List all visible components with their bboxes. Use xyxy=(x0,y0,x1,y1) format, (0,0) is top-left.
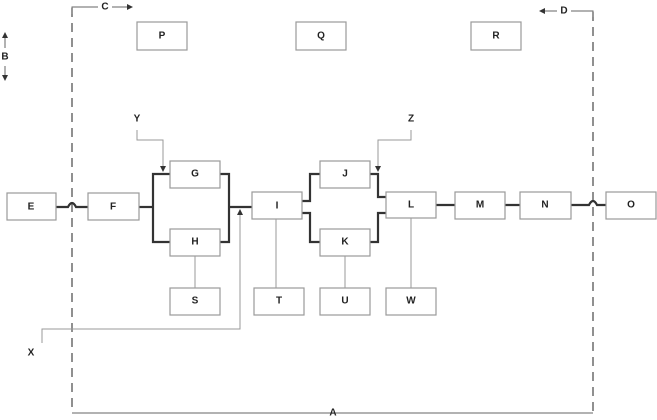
block-l: L xyxy=(385,191,437,219)
block-t: T xyxy=(253,287,305,316)
block-q-label: Q xyxy=(317,31,325,42)
block-g-label: G xyxy=(191,169,199,180)
label-y: Y xyxy=(134,114,141,125)
bus-g-h-out xyxy=(220,172,252,244)
bus-g-h-in xyxy=(151,172,170,244)
block-q: Q xyxy=(295,21,347,51)
block-s-label: S xyxy=(192,296,199,307)
block-e-label: E xyxy=(28,202,35,213)
label-z: Z xyxy=(408,114,414,125)
input-y-line xyxy=(136,130,166,172)
block-i: I xyxy=(251,191,303,220)
block-m: M xyxy=(454,191,506,220)
block-p-label: P xyxy=(159,31,166,42)
block-i-label: I xyxy=(276,201,279,212)
block-p: P xyxy=(136,21,188,51)
connector-e-f xyxy=(56,201,88,209)
block-k: K xyxy=(319,228,371,257)
block-o-label: O xyxy=(627,200,635,211)
block-j: J xyxy=(319,160,371,189)
bus-j-k-l xyxy=(370,172,386,244)
block-s: S xyxy=(169,287,221,316)
block-k-label: K xyxy=(341,237,349,248)
block-n-label: N xyxy=(541,200,548,211)
block-n: N xyxy=(519,191,572,220)
block-g: G xyxy=(169,160,221,189)
block-m-label: M xyxy=(476,200,484,211)
block-w: W xyxy=(385,287,437,316)
input-x-line xyxy=(41,209,243,343)
block-f: F xyxy=(87,192,140,221)
label-d: D xyxy=(560,6,567,17)
block-r: R xyxy=(470,21,522,51)
bus-i-j-k xyxy=(302,172,320,244)
block-h: H xyxy=(169,228,221,257)
block-t-label: T xyxy=(276,296,282,307)
input-z-line xyxy=(375,130,412,172)
block-h-label: H xyxy=(191,237,198,248)
label-b: B xyxy=(1,52,8,63)
connector-n-o xyxy=(571,199,606,207)
block-u-label: U xyxy=(341,296,348,307)
block-f-label: F xyxy=(110,202,116,213)
block-e: E xyxy=(6,192,57,221)
block-r-label: R xyxy=(492,31,500,42)
label-x: X xyxy=(28,348,35,359)
block-l-label: L xyxy=(408,200,414,211)
block-u: U xyxy=(319,287,371,316)
label-a: A xyxy=(329,408,336,419)
block-j-label: J xyxy=(342,169,348,180)
label-c: C xyxy=(101,2,108,13)
block-w-label: W xyxy=(406,296,416,307)
block-o: O xyxy=(605,191,657,220)
